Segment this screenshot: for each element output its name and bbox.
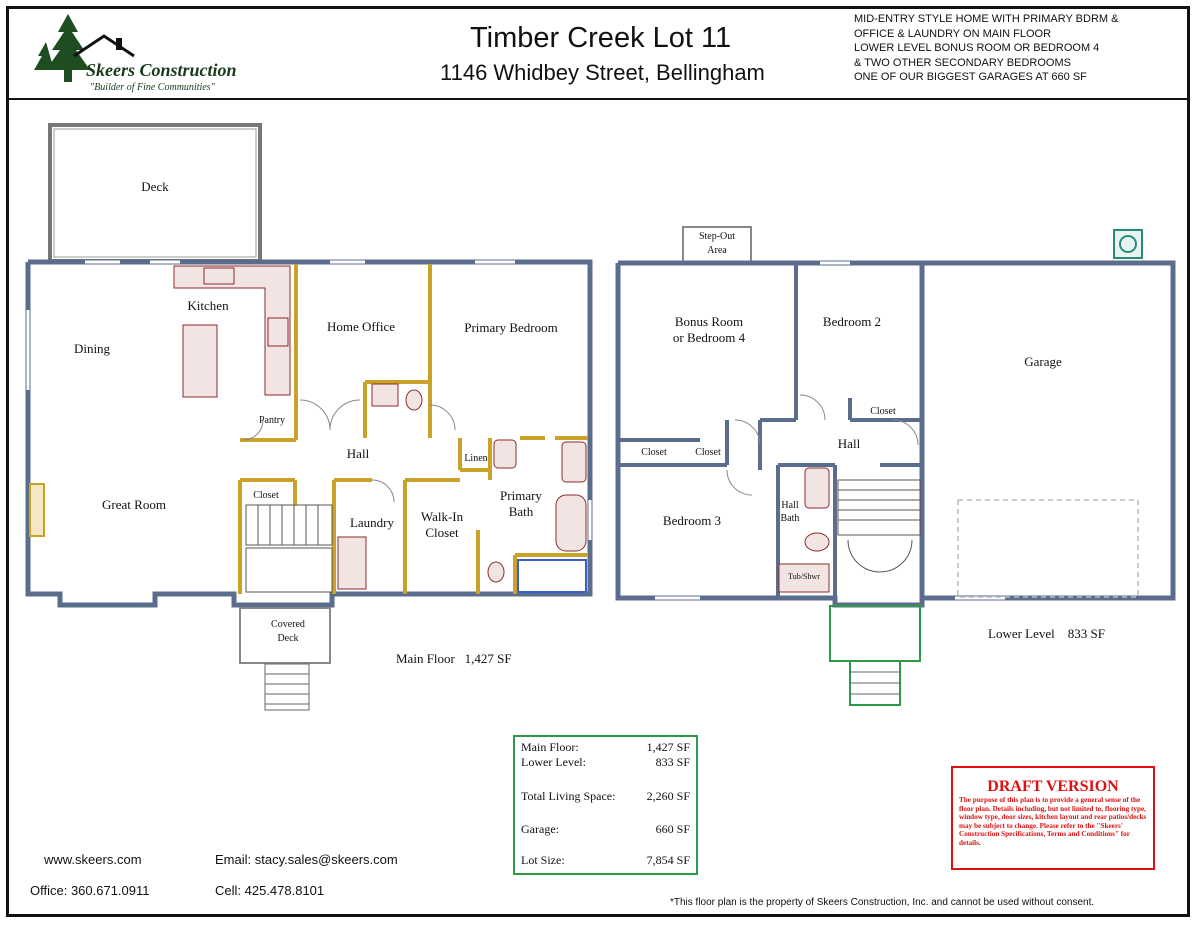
main-floor-area: 1,427 SF bbox=[464, 651, 512, 666]
room-label-covered: Covered bbox=[271, 619, 305, 630]
company-tagline: "Builder of Fine Communities" bbox=[90, 82, 215, 93]
room-label-bedroom-3: Bedroom 3 bbox=[663, 513, 721, 528]
page-frame bbox=[6, 6, 1190, 917]
room-label-deck: Deck bbox=[141, 179, 169, 194]
copyright-notice: *This floor plan is the property of Skee… bbox=[670, 897, 1095, 908]
lower-level-plan: Step-Out Area Bonus Room or Bedroom 4 Be… bbox=[615, 226, 1176, 706]
lower-entry-treads bbox=[850, 671, 900, 695]
front-steps bbox=[264, 663, 310, 711]
room-label-bedroom-2: Bedroom 2 bbox=[823, 314, 881, 329]
deck-outline bbox=[48, 123, 262, 263]
website-link[interactable]: www.skeers.com bbox=[44, 852, 142, 867]
description-line: & TWO OTHER SECONDARY BEDROOMS bbox=[854, 56, 1071, 69]
main-stairs bbox=[245, 504, 333, 593]
main-floor-label: Main Floor bbox=[396, 651, 455, 666]
room-label-primary-bedroom: Primary Bedroom bbox=[464, 320, 558, 335]
page-title: Timber Creek Lot 11 bbox=[470, 22, 732, 54]
room-label-closet-bed2: Closet bbox=[870, 406, 896, 417]
room-label-linen: Linen bbox=[464, 453, 487, 464]
main-floor-plan: Deck Kitchen Dining Home Office Primary … bbox=[25, 123, 593, 711]
company-logo bbox=[28, 12, 258, 96]
description-line: MID-ENTRY STYLE HOME WITH PRIMARY BDRM & bbox=[854, 13, 1119, 25]
description-line: LOWER LEVEL BONUS ROOM OR BEDROOM 4 bbox=[854, 42, 1100, 54]
address: 1146 Whidbey Street, Bellingham bbox=[440, 60, 765, 85]
room-label-garage: Garage bbox=[1024, 354, 1062, 369]
door-swings bbox=[242, 399, 456, 503]
room-label-tub-shower: Tub/Shwr bbox=[788, 572, 820, 581]
room-label-walk-in: Walk-In bbox=[421, 509, 464, 524]
room-label-laundry: Laundry bbox=[350, 515, 395, 530]
shower bbox=[517, 559, 587, 593]
header-divider bbox=[9, 98, 1190, 100]
draft-version-notice: DRAFT VERSION The purpose of this plan i… bbox=[951, 766, 1155, 870]
summary-row-total: Total Living Space:2,260 SF bbox=[521, 789, 690, 803]
cell-phone: Cell: 425.478.8101 bbox=[215, 883, 325, 898]
summary-row-lower: Lower Level:833 SF bbox=[521, 755, 690, 769]
deck-inner bbox=[53, 128, 257, 258]
kitchen-counters bbox=[173, 265, 291, 398]
room-label-step-out: Step-Out bbox=[699, 231, 735, 242]
main-bath-fixtures bbox=[337, 383, 587, 590]
covered-deck-outline bbox=[239, 607, 331, 664]
room-label-dining: Dining bbox=[74, 341, 111, 356]
room-label-closet-bonus: Closet bbox=[695, 447, 721, 458]
summary-row-garage: Garage:660 SF bbox=[521, 822, 690, 836]
lower-level-label: Lower Level bbox=[988, 626, 1055, 641]
fireplace bbox=[29, 483, 45, 537]
room-label-step-out-area: Area bbox=[707, 245, 727, 256]
draft-body: The purpose of this plan is to provide a… bbox=[959, 796, 1147, 847]
tree-house-logo-icon bbox=[34, 14, 135, 82]
room-label-great-room: Great Room bbox=[102, 497, 166, 512]
main-floor-area-label: Main Floor 1,427 SF bbox=[396, 651, 512, 667]
lower-door-swings bbox=[726, 394, 919, 496]
main-exterior-wall bbox=[25, 259, 593, 608]
room-label-primary: Primary bbox=[500, 488, 542, 503]
description-line: OFFICE & LAUNDRY ON MAIN FLOOR bbox=[854, 27, 1052, 40]
room-label-covered-deck: Deck bbox=[277, 633, 298, 644]
room-label-walk-in-closet: Closet bbox=[425, 525, 459, 540]
lower-entry-steps bbox=[829, 605, 921, 706]
garage-door-outline bbox=[957, 499, 1139, 598]
room-label-hall-bath-2: Bath bbox=[781, 513, 800, 524]
lower-level-area: 833 SF bbox=[1067, 626, 1105, 641]
home-description: MID-ENTRY STYLE HOME WITH PRIMARY BDRM &… bbox=[854, 12, 1118, 85]
room-label-bedroom-4: or Bedroom 4 bbox=[673, 330, 746, 345]
summary-row-main: Main Floor:1,427 SF bbox=[521, 740, 690, 754]
lower-level-area-label: Lower Level 833 SF bbox=[988, 626, 1105, 642]
room-label-bonus-room: Bonus Room bbox=[675, 314, 743, 329]
room-label-pantry: Pantry bbox=[259, 415, 285, 426]
room-label-closet: Closet bbox=[253, 490, 279, 501]
summary-row-lot: Lot Size:7,854 SF bbox=[521, 853, 690, 867]
description-line: ONE OF OUR BIGGEST GARAGES AT 660 SF bbox=[854, 71, 1087, 83]
email-link[interactable]: Email: stacy.sales@skeers.com bbox=[215, 852, 398, 867]
lower-bath-fixtures bbox=[778, 467, 830, 593]
lower-stairs bbox=[837, 479, 921, 573]
draft-heading: DRAFT VERSION bbox=[987, 778, 1119, 795]
room-label-hall: Hall bbox=[347, 446, 370, 461]
office-phone: Office: 360.671.0911 bbox=[30, 883, 150, 898]
room-label-hall-bath: Hall bbox=[781, 500, 798, 511]
lower-interior-walls bbox=[620, 265, 920, 596]
room-label-primary-bath: Bath bbox=[509, 504, 534, 519]
room-label-lower-hall: Hall bbox=[838, 436, 861, 451]
company-name: Skeers Construction bbox=[86, 60, 237, 80]
room-label-closet-bed3: Closet bbox=[641, 447, 667, 458]
main-interior-walls bbox=[238, 264, 588, 594]
mechanical-icon bbox=[1113, 229, 1143, 259]
room-label-kitchen: Kitchen bbox=[187, 298, 229, 313]
room-label-home-office: Home Office bbox=[327, 319, 395, 334]
area-summary-box: Main Floor:1,427 SF Lower Level:833 SF T… bbox=[513, 735, 698, 875]
